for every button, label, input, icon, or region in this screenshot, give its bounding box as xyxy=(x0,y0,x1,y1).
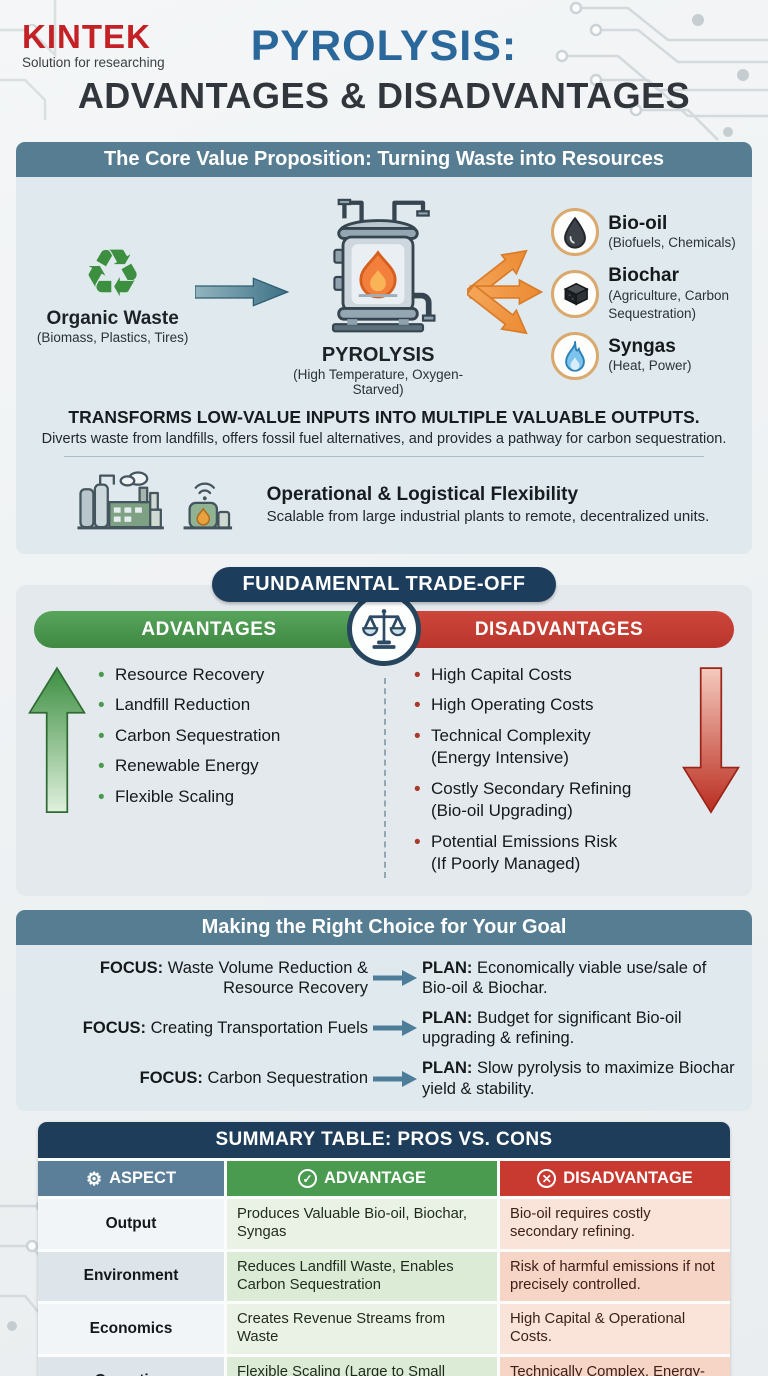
flexibility-title: Operational & Logistical Flexibility xyxy=(266,483,579,505)
process-flow-diagram: ♻ Organic Waste (Biomass, Plastics, Tire… xyxy=(16,177,752,397)
advantage-column-header: ✓ ADVANTAGE xyxy=(227,1161,497,1197)
disadvantage-item: High Operating Costs xyxy=(414,693,680,719)
disadvantage-cell: High Capital & Operational Costs. xyxy=(500,1304,730,1354)
aspect-cell: Environment xyxy=(38,1251,224,1302)
up-arrow-icon xyxy=(26,660,88,884)
input-sublabel: (Biomass, Plastics, Tires) xyxy=(36,329,189,345)
char-block-icon xyxy=(551,269,600,318)
process-node: PYROLYSIS (High Temperature, Oxygen-Star… xyxy=(290,187,467,397)
advantages-bar: ADVANTAGES xyxy=(34,611,384,648)
core-value-panel: ♻ Organic Waste (Biomass, Plastics, Tire… xyxy=(16,177,752,554)
choice-header: Making the Right Choice for Your Goal xyxy=(16,909,752,945)
disadvantage-item: High Capital Costs xyxy=(414,663,680,689)
disadvantages-bar: DISADVANTAGES xyxy=(384,611,734,648)
core-headline: TRANSFORMS LOW-VALUE INPUTS INTO MULTIPL… xyxy=(68,407,700,427)
core-value-section: The Core Value Proposition: Turning Wast… xyxy=(16,142,752,554)
output-sublabel: (Biofuels, Chemicals) xyxy=(608,235,736,251)
right-arrow-icon xyxy=(368,1070,420,1088)
output-bio-oil: Bio-oil (Biofuels, Chemicals) xyxy=(551,208,744,257)
input-arrow-icon xyxy=(195,277,290,307)
advantage-cell: Reduces Landfill Waste, Enables Carbon S… xyxy=(227,1251,497,1302)
table-row: Environment Reduces Landfill Waste, Enab… xyxy=(38,1251,730,1302)
advantage-item: Landfill Reduction xyxy=(98,693,364,719)
input-node: ♻ Organic Waste (Biomass, Plastics, Tire… xyxy=(30,240,195,345)
process-sublabel: (High Temperature, Oxygen-Starved) xyxy=(293,367,464,397)
disadvantage-item: Technical Complexity(Energy Intensive) xyxy=(414,724,680,770)
gas-flame-icon xyxy=(551,331,600,380)
kintek-logo: KINTEK Solution for researching xyxy=(22,20,165,70)
tradeoff-badge: FUNDAMENTAL TRADE-OFF xyxy=(212,567,556,602)
aspect-cell: Economics xyxy=(38,1304,224,1354)
flexibility-sub: Scalable from large industrial plants to… xyxy=(266,507,710,525)
page-title-line2: ADVANTAGES & DISADVANTAGES xyxy=(77,75,691,116)
output-label: Bio-oil xyxy=(608,212,668,234)
advantages-list: Resource Recovery Landfill Reduction Car… xyxy=(88,660,388,884)
summary-table-header-row: ⚙ ASPECT ✓ ADVANTAGE ✕ DISADVANTAGE xyxy=(38,1161,730,1197)
table-row: Economics Creates Revenue Streams from W… xyxy=(38,1304,730,1354)
output-label: Biochar xyxy=(608,265,679,287)
disadvantage-cell: Technically Complex, Energy-Intensive Pr… xyxy=(500,1356,730,1376)
table-row: Operation Flexible Scaling (Large to Sma… xyxy=(38,1356,730,1376)
divider xyxy=(384,678,386,878)
summary-table-title: SUMMARY TABLE: PROS VS. CONS xyxy=(38,1122,730,1159)
logo-wordmark: KINTEK xyxy=(22,18,151,55)
factory-icon xyxy=(77,471,232,530)
advantage-item: Resource Recovery xyxy=(98,663,364,689)
core-value-header: The Core Value Proposition: Turning Wast… xyxy=(16,142,752,177)
page-title-line1: PYROLYSIS: xyxy=(250,22,518,70)
output-sublabel: (Heat, Power) xyxy=(608,358,692,374)
output-label: Syngas xyxy=(608,335,676,357)
input-label: Organic Waste xyxy=(46,307,179,329)
process-label: PYROLYSIS xyxy=(321,344,435,366)
output-sublabel: (Agriculture, Carbon Sequestration) xyxy=(608,287,730,321)
choice-panel: FOCUS: Waste Volume Reduction & Resource… xyxy=(16,944,752,1112)
aspect-column-header: ⚙ ASPECT xyxy=(38,1161,224,1197)
disadvantage-cell: Bio-oil requires costly secondary refini… xyxy=(500,1199,730,1249)
output-syngas: Syngas (Heat, Power) xyxy=(551,331,744,380)
choice-row: FOCUS: Carbon Sequestration PLAN: Slow p… xyxy=(139,1059,735,1098)
disadvantages-list: High Capital Costs High Operating Costs … xyxy=(388,660,680,884)
summary-table-body: Output Produces Valuable Bio-oil, Biocha… xyxy=(38,1199,730,1376)
choice-row: FOCUS: Waste Volume Reduction & Resource… xyxy=(99,958,707,998)
recycle-icon: ♻ xyxy=(83,235,143,310)
summary-table: SUMMARY TABLE: PROS VS. CONS ⚙ ASPECT ✓ … xyxy=(38,1122,730,1376)
core-subline: Diverts waste from landfills, offers fos… xyxy=(41,431,727,447)
down-arrow-icon xyxy=(680,660,742,884)
disadvantage-column-header: ✕ DISADVANTAGE xyxy=(500,1161,730,1197)
advantage-item: Flexible Scaling xyxy=(98,785,364,811)
outputs-list: Bio-oil (Biofuels, Chemicals) xyxy=(551,204,744,380)
disadvantage-cell: Risk of harmful emissions if not precise… xyxy=(500,1251,730,1302)
advantage-cell: Creates Revenue Streams from Waste xyxy=(227,1304,497,1354)
aspect-cell: Operation xyxy=(38,1356,224,1376)
aspect-cell: Output xyxy=(38,1199,224,1249)
right-arrow-icon xyxy=(368,969,420,987)
right-arrow-icon xyxy=(368,1019,420,1037)
flexibility-row: Operational & Logistical Flexibility Sca… xyxy=(16,466,752,554)
choice-section: Making the Right Choice for Your Goal FO… xyxy=(16,909,752,1112)
tradeoff-section: FUNDAMENTAL TRADE-OFF ADVANTAGES DISADVA… xyxy=(16,567,752,896)
disadvantage-item: Potential Emissions Risk(If Poorly Manag… xyxy=(414,830,680,876)
divider xyxy=(64,456,704,457)
choice-row: FOCUS: Creating Transportation Fuels PLA… xyxy=(82,1008,682,1048)
table-row: Output Produces Valuable Bio-oil, Biocha… xyxy=(38,1199,730,1249)
gear-icon: ⚙ xyxy=(85,1168,103,1189)
tradeoff-lists: Resource Recovery Landfill Reduction Car… xyxy=(16,660,752,884)
x-circle-icon: ✕ xyxy=(537,1169,557,1189)
advantage-cell: Flexible Scaling (Large to Small Units) xyxy=(227,1356,497,1376)
oil-drop-icon xyxy=(551,208,600,257)
balance-scale-icon xyxy=(347,592,421,666)
disadvantage-item: Costly Secondary Refining(Bio-oil Upgrad… xyxy=(414,777,680,823)
tradeoff-panel: ADVANTAGES DISADVANTAGES xyxy=(16,585,752,896)
check-circle-icon: ✓ xyxy=(297,1169,317,1189)
pyrolysis-reactor-icon xyxy=(332,198,436,333)
advantage-item: Renewable Energy xyxy=(98,754,364,780)
advantage-item: Carbon Sequestration xyxy=(98,724,364,750)
page-header: KINTEK Solution for researching PYROLYSI… xyxy=(0,0,768,142)
advantage-cell: Produces Valuable Bio-oil, Biochar, Syng… xyxy=(227,1199,497,1249)
output-arrows-icon xyxy=(466,249,543,335)
output-biochar: Biochar (Agriculture, Carbon Sequestrati… xyxy=(551,265,744,322)
logo-tagline: Solution for researching xyxy=(22,55,165,70)
